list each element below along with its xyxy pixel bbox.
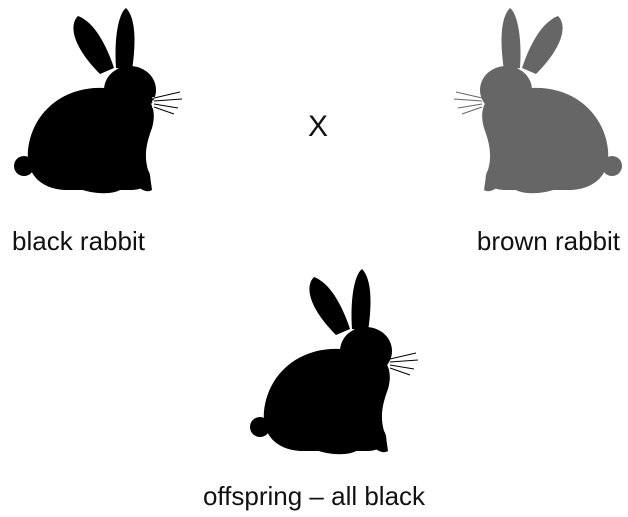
- brown-rabbit-label: brown rabbit: [477, 226, 620, 256]
- offspring-label: offspring – all black: [0, 481, 628, 511]
- black-rabbit-label: black rabbit: [12, 226, 145, 256]
- black-rabbit-icon: [8, 4, 184, 200]
- brown-rabbit-icon: [452, 4, 628, 200]
- cross-symbol: X: [308, 110, 328, 144]
- offspring-rabbit-icon: [244, 265, 420, 461]
